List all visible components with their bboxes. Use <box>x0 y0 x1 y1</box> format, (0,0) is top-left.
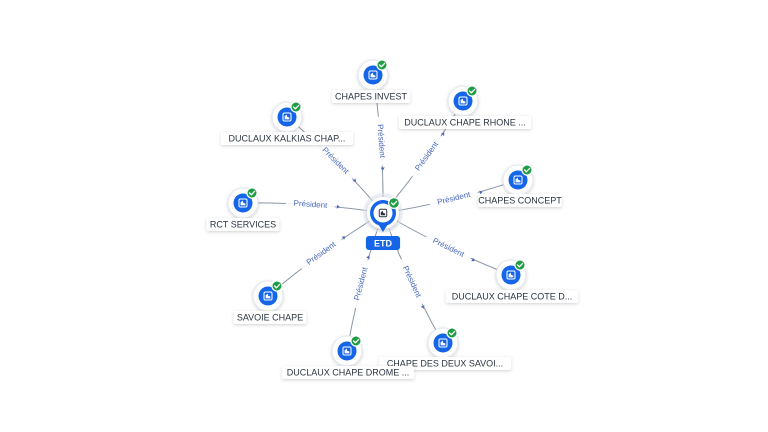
company-node[interactable] <box>227 187 259 219</box>
pin-tip <box>378 224 388 232</box>
company-name: DUCLAUX CHAPE RHONE ... <box>404 118 526 128</box>
edge-label: Président <box>320 145 351 176</box>
edge-arrow-icon <box>366 255 371 259</box>
company-node[interactable] <box>252 280 284 312</box>
company-label[interactable]: DUCLAUX CHAPE RHONE ... <box>398 116 532 129</box>
company-icon <box>263 291 273 301</box>
company-name: CHAPES CONCEPT <box>478 196 562 206</box>
company-label[interactable]: DUCLAUX CHAPE COTE D... <box>445 290 579 303</box>
company-name: SAVOIE CHAPE <box>237 313 303 323</box>
edge-arrow-icon <box>479 190 483 195</box>
edge-arrow-icon <box>380 167 385 171</box>
edge-label-group: Président <box>375 116 389 171</box>
edge-label-group: Président <box>424 231 475 263</box>
edge-arrow-icon <box>341 236 346 240</box>
company-label[interactable]: CHAPES CONCEPT <box>478 194 562 207</box>
edge-label: Président <box>305 239 338 267</box>
company-name: RCT SERVICES <box>210 220 276 230</box>
company-name: CHAPE DES DEUX SAVOI... <box>387 359 503 369</box>
verified-check-icon <box>388 197 400 209</box>
edge-arrow-icon <box>352 178 357 182</box>
company-node[interactable] <box>495 259 527 291</box>
company-icon <box>282 112 292 122</box>
edge-arrow-icon <box>471 257 475 262</box>
verified-check-icon <box>350 335 362 347</box>
verified-check-icon <box>246 187 258 199</box>
edge-label-group: Président <box>285 197 340 211</box>
company-icon <box>238 198 248 208</box>
edge-label-group: Président <box>428 187 483 209</box>
company-node[interactable] <box>447 85 479 117</box>
company-icon <box>342 346 352 356</box>
company-node[interactable] <box>271 101 303 133</box>
company-icon <box>458 96 468 106</box>
company-label[interactable]: DUCLAUX KALKIAS CHAP... <box>220 132 354 145</box>
edge-label: Président <box>293 199 328 210</box>
company-name: CHAPES INVEST <box>335 92 408 102</box>
edge-label-group: Président <box>314 139 357 182</box>
company-icon <box>368 70 378 80</box>
company-icon <box>378 208 388 218</box>
company-node[interactable] <box>427 327 459 359</box>
verified-check-icon <box>271 280 283 292</box>
verified-check-icon <box>290 101 302 113</box>
edge-label: Président <box>431 236 466 259</box>
verified-check-icon <box>466 85 478 97</box>
edge-label: Président <box>352 266 369 302</box>
edge-label: Président <box>401 264 424 299</box>
company-name: DUCLAUX CHAPE COTE D... <box>452 292 573 302</box>
company-icon <box>506 270 516 280</box>
edge-label-group: Président <box>349 255 372 309</box>
edge-label: Président <box>376 124 387 159</box>
company-label[interactable]: RCT SERVICES <box>206 218 280 231</box>
center-label-pill <box>365 236 401 250</box>
center-label: ETD <box>374 239 393 249</box>
company-label[interactable]: SAVOIE CHAPE <box>233 311 307 324</box>
company-label[interactable]: DUCLAUX CHAPE DROME ... <box>281 366 415 379</box>
edge-label-group: Président <box>407 132 445 179</box>
edge-arrow-icon <box>440 132 445 137</box>
edge-label: Président <box>413 139 440 172</box>
company-name: DUCLAUX KALKIAS CHAP... <box>229 134 346 144</box>
edge-arrow-icon <box>420 305 425 309</box>
company-name: DUCLAUX CHAPE DROME ... <box>287 368 410 378</box>
edge-label: Président <box>436 190 472 207</box>
company-icon <box>513 175 523 185</box>
company-icon <box>438 338 448 348</box>
nodes-layer: CHAPES INVEST DUCLAUX CHAPE RHONE ... CHAP… <box>206 59 579 379</box>
company-label[interactable]: CHAPES INVEST <box>331 90 411 103</box>
edge-label-group: Président <box>297 234 346 272</box>
edge-arrow-icon <box>336 204 340 209</box>
center-node[interactable]: ETD <box>363 193 403 250</box>
verified-check-icon <box>446 327 458 339</box>
edge-label-group: Président <box>397 257 428 309</box>
verified-check-icon <box>521 164 533 176</box>
company-node[interactable] <box>357 59 389 91</box>
verified-check-icon <box>514 259 526 271</box>
verified-check-icon <box>376 59 388 71</box>
company-node[interactable] <box>502 164 534 196</box>
company-node[interactable] <box>331 335 363 367</box>
